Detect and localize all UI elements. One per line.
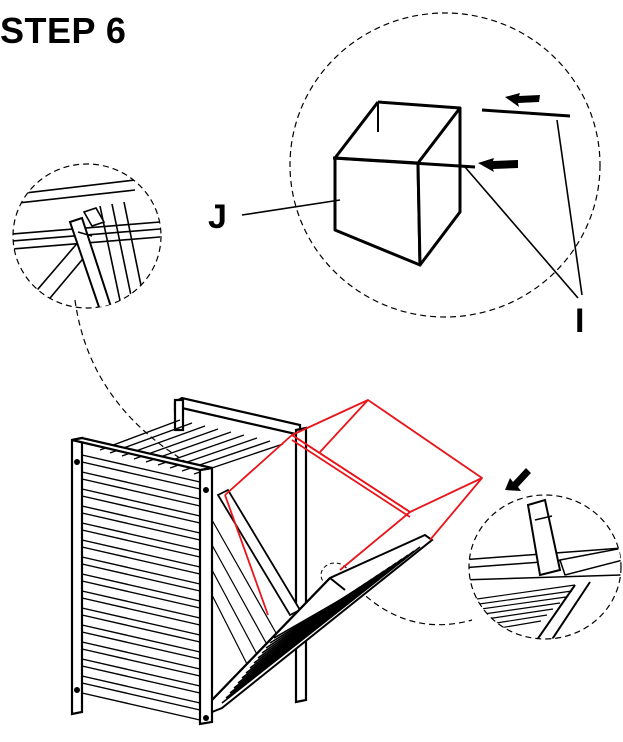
- insert-arrow-icon: [478, 93, 540, 172]
- step-title: STEP 6: [0, 10, 127, 51]
- direction-arrow-icon: [505, 468, 531, 491]
- cabinet-frame: [70, 396, 308, 726]
- tilt-out-door: [211, 533, 434, 714]
- detail-circle-left-joint: [12, 163, 201, 471]
- part-j-box: [333, 100, 462, 267]
- part-i-label: I: [575, 302, 585, 340]
- highlighted-box-insert: [224, 399, 483, 616]
- part-i-rods: [332, 108, 571, 169]
- part-j-label: J: [208, 198, 227, 236]
- detail-circle-right-hinge: [320, 468, 622, 640]
- detail-circle-parts: [241, 12, 601, 318]
